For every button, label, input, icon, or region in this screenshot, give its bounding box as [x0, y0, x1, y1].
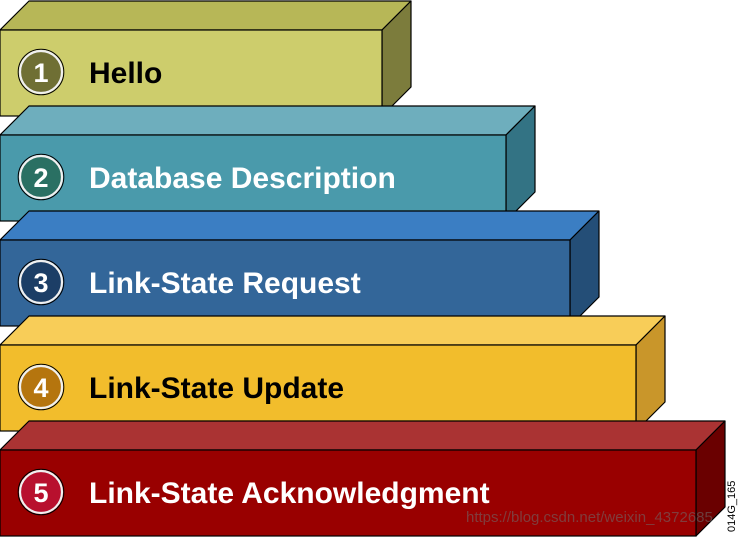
step-number-badge — [18, 259, 64, 305]
step-block-top — [0, 105, 536, 136]
step-block-top — [0, 0, 412, 31]
step-number-badge-outline — [17, 363, 65, 411]
step-block-top — [0, 420, 726, 451]
step-number-badge-outline — [17, 48, 65, 96]
step-block-2: 2 Database Description — [0, 105, 536, 222]
figure-code: 014G_165 — [726, 480, 738, 532]
step-number: 3 — [33, 268, 48, 298]
step-block-front — [0, 239, 571, 327]
step-label: Link-State Request — [89, 267, 361, 300]
step-number-badge-outline — [17, 468, 65, 516]
step-block-top — [0, 315, 666, 346]
step-number-badge — [18, 364, 64, 410]
step-number: 2 — [33, 163, 48, 193]
step-block-1: 1 Hello — [0, 0, 412, 117]
step-block-front — [0, 449, 697, 537]
step-block-3: 3 Link-State Request — [0, 210, 600, 327]
step-number-badge — [18, 154, 64, 200]
step-block-4: 4 Link-State Update — [0, 315, 666, 432]
step-number: 5 — [33, 478, 48, 508]
step-block-top — [0, 210, 600, 241]
step-label: Link-State Update — [89, 372, 344, 405]
step-number: 1 — [33, 58, 48, 88]
step-number-badge — [18, 49, 64, 95]
step-number-badge — [18, 469, 64, 515]
step-number-badge-outline — [17, 258, 65, 306]
step-label: Link-State Acknowledgment — [89, 477, 490, 510]
step-label: Database Description — [89, 162, 396, 195]
step-block-front — [0, 344, 637, 432]
step-block-5: 5 Link-State Acknowledgment — [0, 420, 726, 537]
step-number: 4 — [33, 373, 48, 403]
step-label: Hello — [89, 57, 162, 90]
step-number-badge-outline — [17, 153, 65, 201]
